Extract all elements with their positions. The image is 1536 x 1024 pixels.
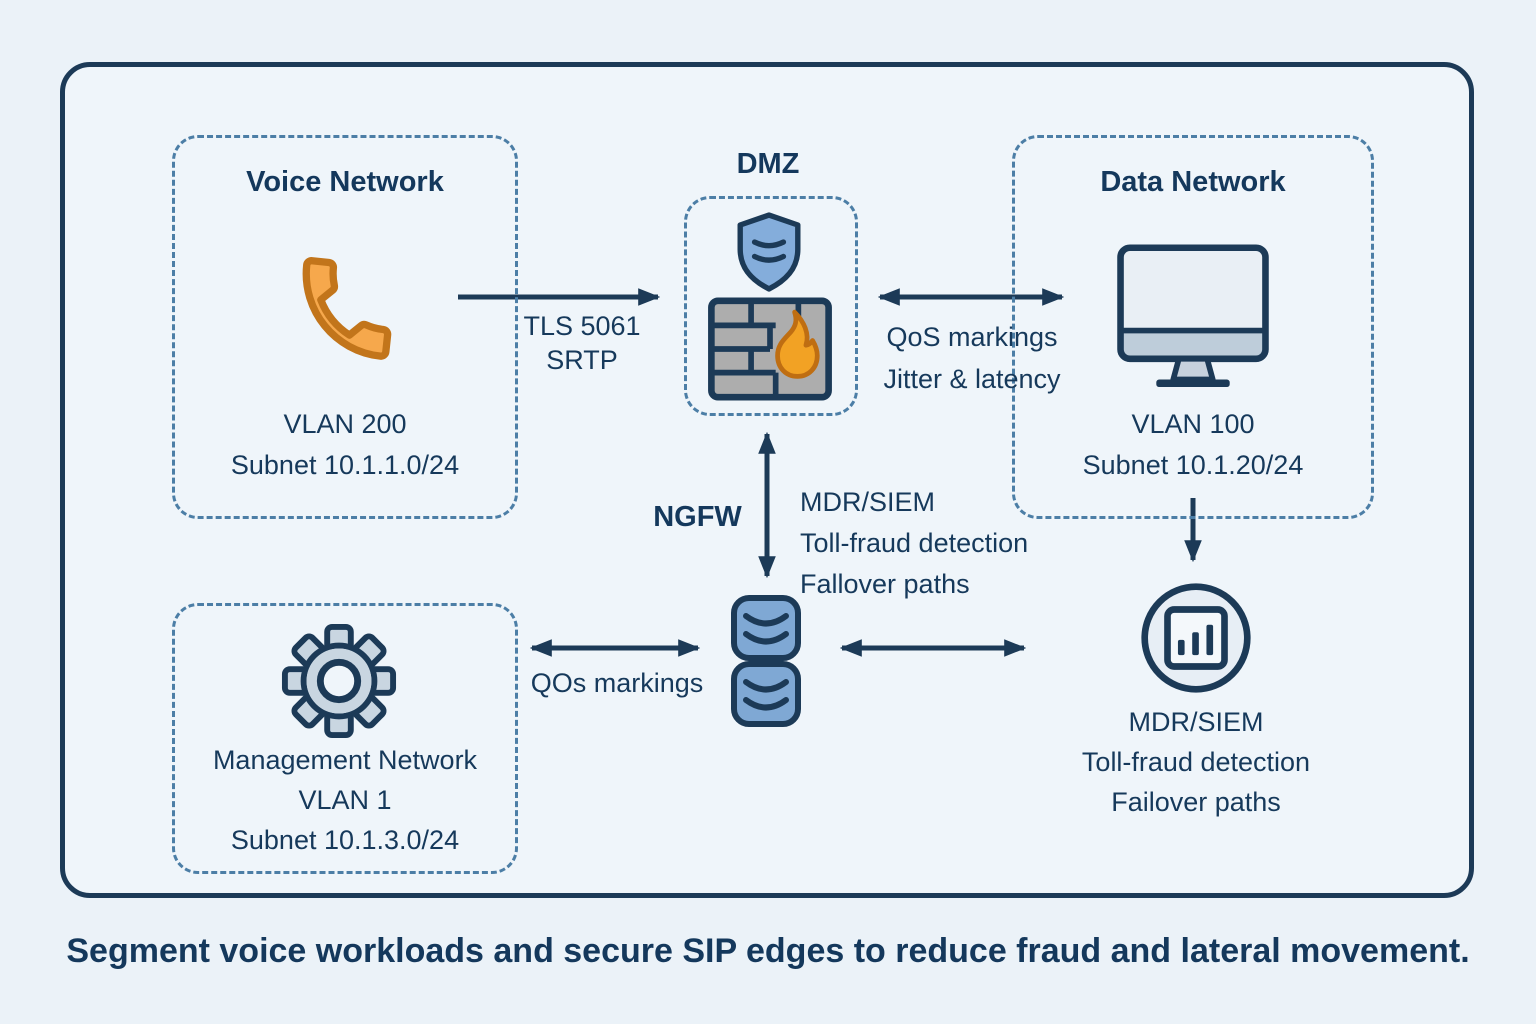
jitter-latency-label: Jitter & latency [883, 364, 1061, 394]
data-subnet-label: Subnet 10.1.20/24 [1082, 450, 1304, 480]
data-network-title: Data Network [1100, 166, 1286, 198]
dmz-title: DMZ [736, 148, 800, 180]
tls-label: TLS 5061 [523, 311, 641, 341]
edge-label-voice-dmz: TLS 5061 SRTP [482, 309, 682, 377]
mdr-siem-label: MDR/SIEM [1128, 707, 1264, 737]
database-stack-icon [731, 595, 801, 727]
failover-paths-label: Failover paths [1111, 787, 1281, 817]
bar-chart-badge-icon [1141, 583, 1251, 693]
phone-icon [302, 257, 392, 360]
voice-vlan-label: VLAN 200 [283, 409, 407, 439]
toll-fraud-label: Toll-fraud detection [1081, 747, 1311, 777]
management-vlan-label: VLAN 1 [298, 785, 392, 815]
data-network-box: Data Network VLAN 100 Subnet 10.1.20/24 [1012, 135, 1374, 519]
gear-icon [281, 623, 397, 739]
dmz-box [684, 196, 858, 416]
edge-label-dmz-data: QoS markings Jitter & latency [847, 316, 1097, 400]
voice-network-box: Voice Network VLAN 200 Subnet 10.1.1.0/2… [172, 135, 518, 519]
management-network-title: Management Network [212, 745, 478, 775]
voice-subnet-label: Subnet 10.1.1.0/24 [230, 450, 460, 480]
data-vlan-label: VLAN 100 [1131, 409, 1255, 439]
mdr-siem-block: MDR/SIEM Toll-fraud detection Failover p… [1021, 702, 1371, 822]
qos-markings-label: QoS markings [886, 322, 1058, 352]
qos-markings2-label: QOs markings [530, 668, 704, 698]
shield-icon [737, 212, 801, 292]
toll-fraud-mid-label: Toll-fraud detection [800, 528, 1029, 558]
desktop-monitor-icon [1117, 244, 1269, 388]
firewall-brick-flame-icon [708, 297, 832, 401]
srtp-label: SRTP [546, 345, 618, 375]
management-network-box: Management Network VLAN 1 Subnet 10.1.3.… [172, 603, 518, 874]
diagram-caption: Segment voice workloads and secure SIP e… [66, 932, 1470, 970]
mdr-siem-mid-label: MDR/SIEM [800, 487, 935, 517]
edge-label-mgmt-ngfw: QOs markings [517, 668, 717, 699]
ngfw-label: NGFW [653, 501, 742, 533]
management-subnet-label: Subnet 10.1.3.0/24 [230, 825, 460, 855]
edge-label-dmz-ngfw: MDR/SIEM Toll-fraud detection Fallover p… [800, 482, 1028, 605]
voice-network-title: Voice Network [246, 166, 444, 198]
fallover-paths-mid-label: Fallover paths [800, 569, 970, 599]
